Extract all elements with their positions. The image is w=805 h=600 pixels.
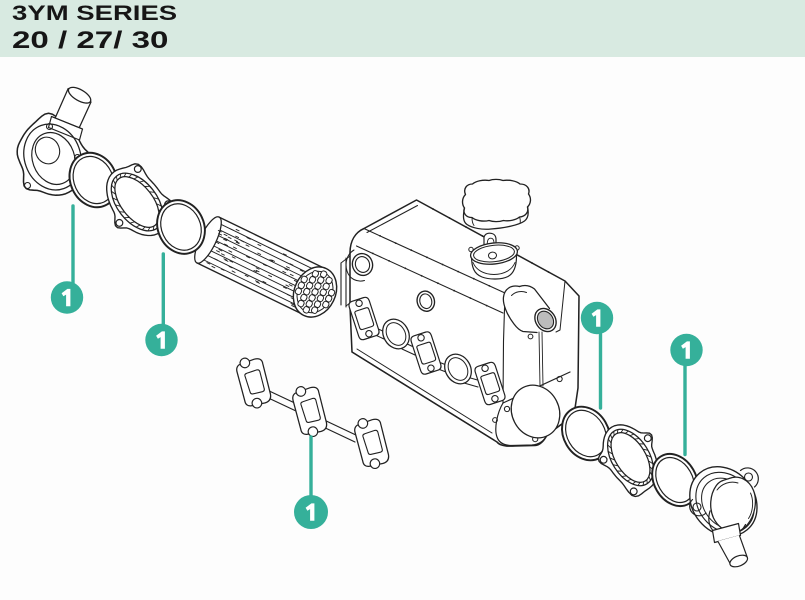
svg-text:3YM SERIES: 3YM SERIES [12, 2, 177, 25]
svg-text:20 / 27/ 30: 20 / 27/ 30 [12, 27, 168, 54]
